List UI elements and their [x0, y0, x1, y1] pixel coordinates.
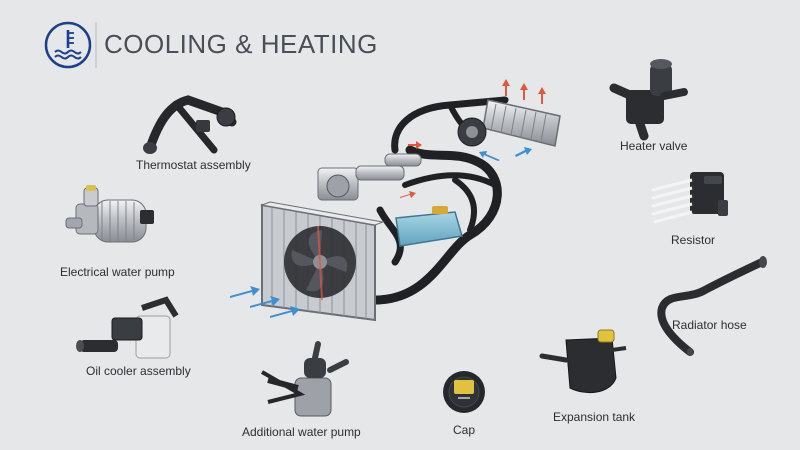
oil-cooler-assembly-image [76, 296, 179, 359]
resistor-image [651, 172, 728, 224]
expansion-tank-image [539, 329, 627, 394]
label-heater-valve: Heater valve [620, 139, 688, 153]
additional-water-pump-image [260, 341, 349, 417]
label-cap: Cap [453, 423, 476, 437]
heater-valve-image [609, 59, 688, 141]
label-oil-cooler-assembly: Oil cooler assembly [86, 364, 191, 378]
electrical-water-pump-image [65, 185, 154, 243]
label-additional-water-pump: Additional water pump [242, 425, 361, 439]
coolant-temperature-icon [44, 21, 92, 69]
thermostat-assembly-image [143, 95, 237, 154]
cap-image [443, 371, 485, 413]
label-radiator-hose: Radiator hose [672, 318, 747, 332]
label-electrical-water-pump: Electrical water pump [60, 265, 175, 279]
radiator-hose-image [657, 256, 767, 356]
label-thermostat-assembly: Thermostat assembly [136, 158, 251, 172]
label-resistor: Resistor [671, 233, 716, 247]
hot-air-arrows [400, 79, 546, 198]
label-expansion-tank: Expansion tank [553, 410, 636, 424]
cold-air-arrows [230, 147, 532, 318]
cooling-system-illustration [230, 79, 561, 322]
page-title: COOLING & HEATING [104, 29, 378, 59]
